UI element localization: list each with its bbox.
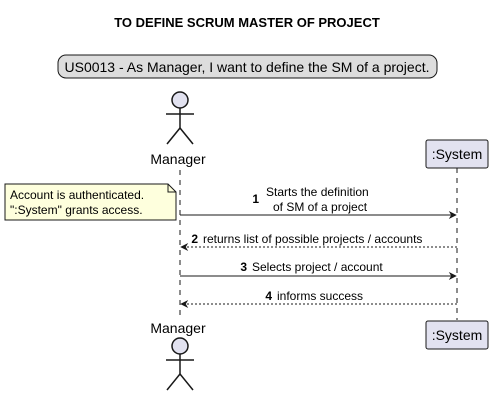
system-label-top: :System — [432, 146, 483, 162]
message-3-text: Selects project / account — [252, 260, 383, 274]
diagram-title: TO DEFINE SCRUM MASTER OF PROJECT — [114, 15, 380, 30]
message-2-text: returns list of possible projects / acco… — [203, 232, 422, 246]
note-line-1: Account is authenticated. — [10, 188, 144, 202]
manager-actor-bottom — [166, 337, 194, 391]
note-fold — [167, 184, 176, 193]
actor-head-icon — [171, 91, 189, 109]
actor-head-icon-bottom — [171, 337, 189, 355]
message-2-number: 2 — [191, 232, 198, 246]
message-4-text: informs success — [277, 289, 363, 303]
message-1-line-2: of SM of a project — [273, 200, 368, 214]
manager-actor-top — [166, 91, 194, 145]
message-4-number: 4 — [265, 289, 272, 303]
user-story-box — [57, 54, 438, 79]
system-participant-bottom — [425, 320, 489, 350]
system-label-bottom: :System — [432, 327, 483, 343]
manager-label-bottom: Manager — [150, 320, 206, 336]
system-participant-top — [425, 139, 489, 169]
message-3-number: 3 — [240, 260, 247, 274]
message-1-line-1: Starts the definition — [266, 185, 369, 199]
note-line-2: ":System" grants access. — [10, 203, 143, 217]
note-box — [4, 183, 177, 221]
manager-label-top: Manager — [150, 151, 206, 167]
message-1-number: 1 — [252, 192, 259, 206]
user-story-text: US0013 - As Manager, I want to define th… — [65, 59, 430, 75]
